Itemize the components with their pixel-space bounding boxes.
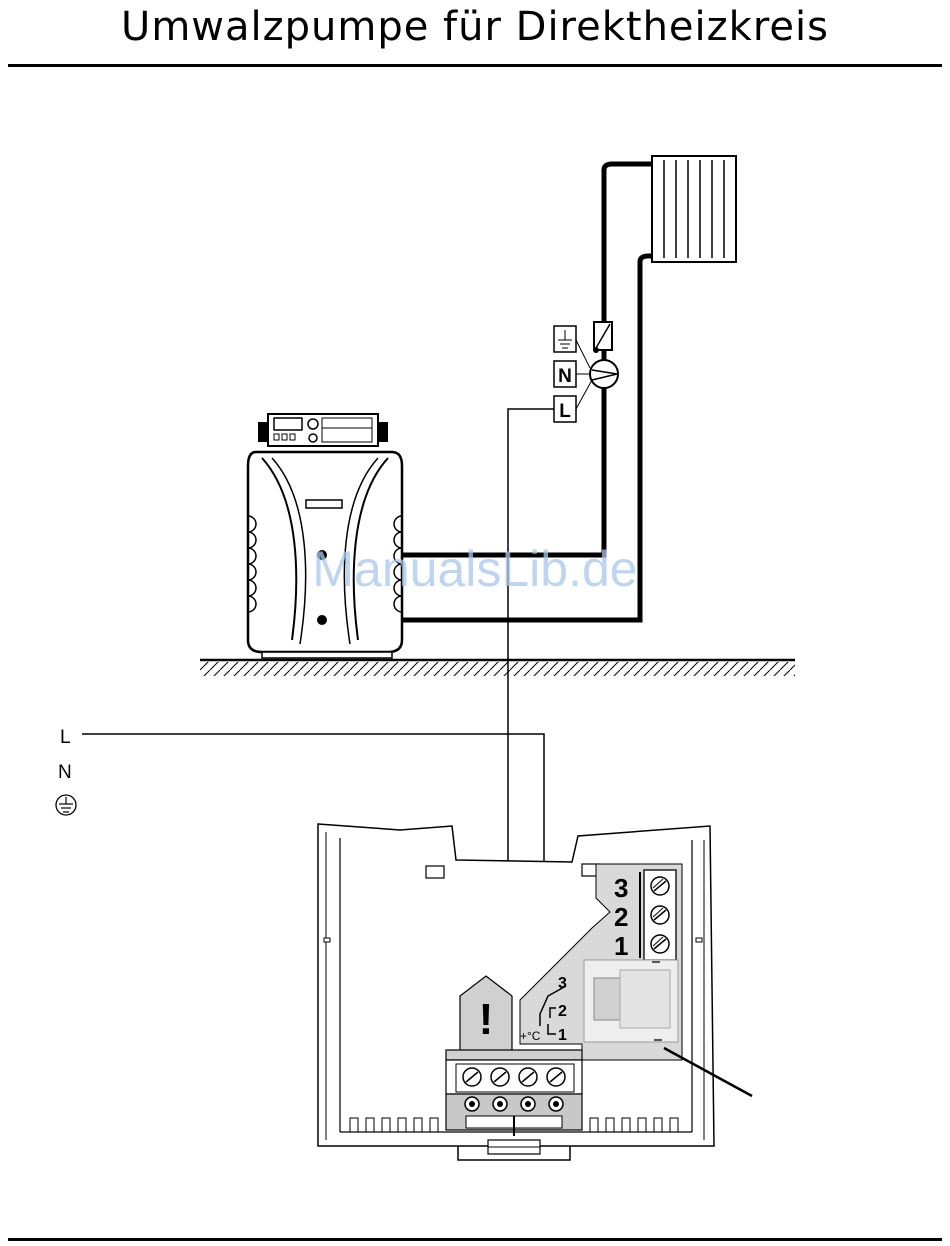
main-terminal-screw-2 bbox=[491, 1068, 509, 1086]
watermark: ManualsLib.de bbox=[312, 541, 637, 597]
terminal-number-1: 1 bbox=[614, 931, 628, 961]
relay-module bbox=[584, 960, 678, 1042]
mains-ground-icon bbox=[56, 795, 76, 815]
footer-divider bbox=[8, 1238, 942, 1241]
pump-terminal-line-label: L bbox=[559, 401, 571, 422]
terminal-screw-2 bbox=[651, 906, 669, 924]
pump-terminal-neutral-label: N bbox=[558, 366, 572, 387]
check-valve bbox=[594, 322, 612, 350]
mains-line-label: L bbox=[60, 727, 71, 748]
main-terminal-screw-1 bbox=[463, 1068, 481, 1086]
radiator bbox=[652, 156, 736, 262]
terminal-number-3: 3 bbox=[614, 873, 628, 903]
boiler bbox=[248, 414, 402, 658]
terminal-screw-1 bbox=[651, 935, 669, 953]
main-terminal-screw-3 bbox=[519, 1068, 537, 1086]
thermostat-temp-symbol: +°C bbox=[520, 1029, 541, 1043]
terminal-number-2: 2 bbox=[614, 902, 628, 932]
pump-leads bbox=[576, 340, 592, 409]
terminal-strip bbox=[640, 870, 676, 960]
thermostat-number-3: 3 bbox=[558, 975, 567, 992]
main-terminal-screw-4 bbox=[547, 1068, 565, 1086]
pump-terminal-ground bbox=[554, 326, 576, 352]
terminal-screw-3 bbox=[651, 877, 669, 895]
mains-neutral-label: N bbox=[58, 762, 72, 783]
thermostat-number-2: 2 bbox=[558, 1003, 567, 1020]
thermostat-number-1: 1 bbox=[558, 1027, 567, 1044]
main-terminal-block bbox=[446, 1050, 582, 1136]
warning-icon: ! bbox=[479, 995, 494, 1044]
floor bbox=[200, 660, 795, 676]
supply-pipe bbox=[398, 164, 652, 555]
